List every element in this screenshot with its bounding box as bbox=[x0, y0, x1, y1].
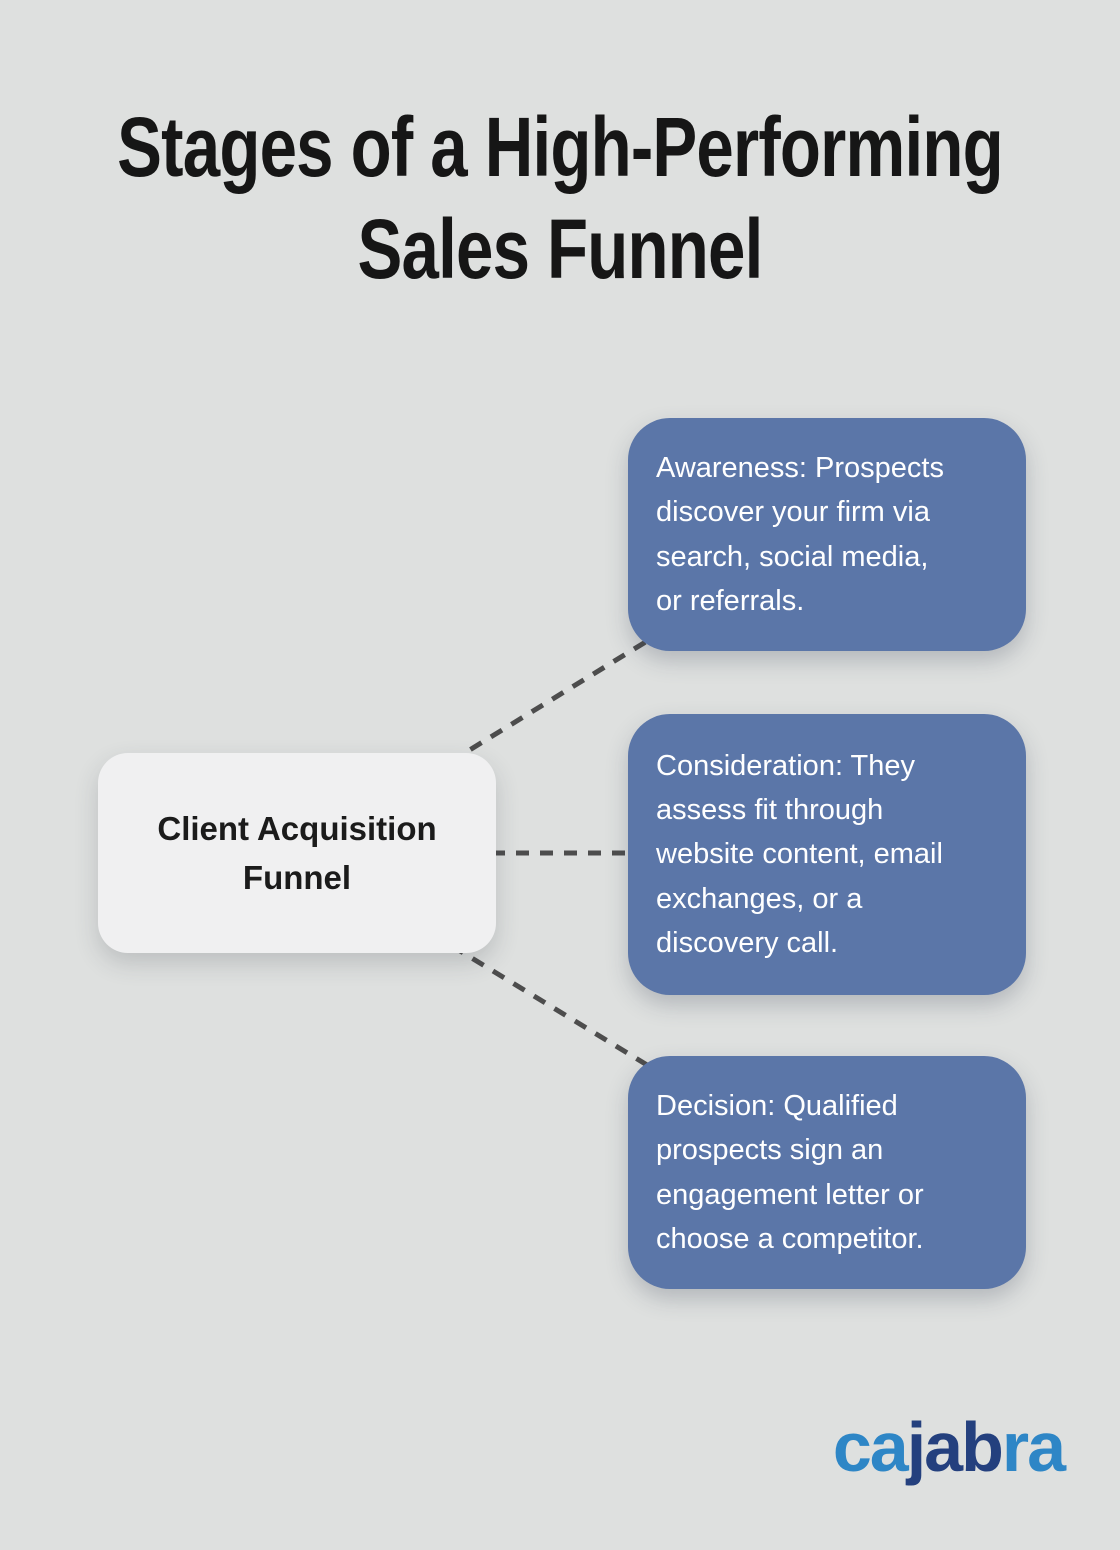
center-node-client-acquisition-funnel: Client Acquisition Funnel bbox=[98, 753, 496, 953]
logo-segment-ca: ca bbox=[832, 1408, 909, 1486]
stage-text-decision: Decision: Qualified prospects sign an en… bbox=[656, 1090, 924, 1255]
connector-line-decision bbox=[450, 943, 654, 1071]
stage-text-awareness: Awareness: Prospects discover your firm … bbox=[656, 452, 944, 617]
stage-box-decision: Decision: Qualified prospects sign an en… bbox=[628, 1056, 1026, 1289]
logo-segment-jab: jab bbox=[906, 1408, 1004, 1486]
page-title: Stages of a High-Performing Sales Funnel bbox=[117, 100, 1004, 297]
stage-text-consideration: Consideration: They assess fit through w… bbox=[656, 750, 943, 959]
connector-line-awareness bbox=[448, 635, 654, 765]
stage-box-consideration: Consideration: They assess fit through w… bbox=[628, 714, 1026, 995]
cajabra-logo: cajabra bbox=[833, 1412, 1066, 1482]
logo-segment-ra: ra bbox=[1001, 1408, 1066, 1486]
stage-box-awareness: Awareness: Prospects discover your firm … bbox=[628, 418, 1026, 651]
